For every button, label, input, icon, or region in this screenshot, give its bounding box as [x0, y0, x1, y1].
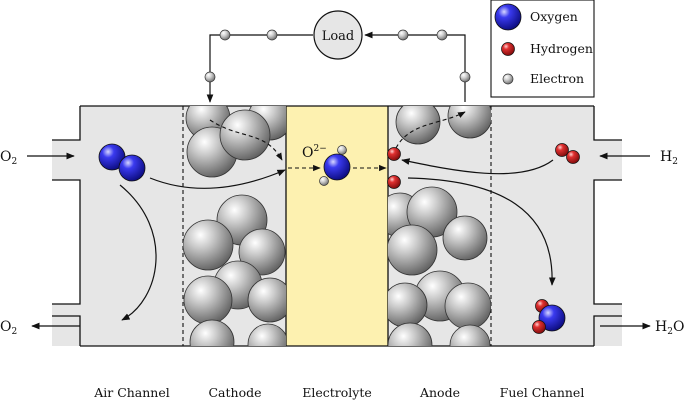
oxygen-inlet-label: O2: [0, 149, 17, 167]
region-label-electrolyte: Electrolyte: [302, 385, 372, 400]
electrolyte-region: [286, 106, 388, 346]
hydrogen-inlet-label: H2: [660, 149, 678, 167]
oxygen-ion-label: O2−: [302, 144, 327, 161]
legend-label-oxygen: Oxygen: [530, 9, 578, 24]
region-label-fuel-channel: Fuel Channel: [500, 385, 585, 400]
oxygen-atom-icon: [118, 154, 146, 182]
hydrogen-molecule: [555, 143, 580, 164]
load-circle: [313, 10, 363, 60]
region-label-anode: Anode: [419, 385, 460, 400]
electron-icon: [502, 73, 514, 85]
dashed-transport-arrows: [209, 111, 466, 172]
electron-icon: [397, 29, 409, 41]
hydrogen-atoms-at-anode: [387, 147, 401, 189]
electron-icon: [204, 71, 216, 83]
load-label: Load: [322, 29, 355, 44]
oxygen-outlet-label: O2: [0, 319, 17, 337]
electron-icon: [319, 176, 329, 186]
oxygen-ion: [319, 145, 351, 186]
electron-icon: [337, 145, 347, 155]
anode-particles: [388, 106, 491, 346]
electron-icon: [266, 29, 278, 41]
oxygen-atom-icon: [538, 304, 566, 332]
hydrogen-atom-icon: [566, 150, 580, 164]
region-labels: Air Channel Cathode Electrolyte Anode Fu…: [93, 385, 584, 400]
electron-icon: [459, 71, 471, 83]
hydrogen-atom-icon: [387, 147, 401, 161]
legend: Oxygen Hydrogen Electron: [490, 0, 595, 98]
oxygen-molecule: [98, 143, 146, 182]
oxygen-atom-icon: [494, 3, 522, 31]
water-molecule: [532, 299, 566, 334]
legend-label-electron: Electron: [530, 71, 584, 86]
region-label-air-channel: Air Channel: [93, 385, 170, 400]
hydrogen-atom-icon: [387, 175, 401, 189]
region-label-cathode: Cathode: [208, 385, 261, 400]
electron-icon: [219, 29, 231, 41]
water-outlet-label: H2O: [655, 319, 684, 337]
legend-label-hydrogen: Hydrogen: [530, 41, 593, 56]
hydrogen-atom-icon: [555, 143, 569, 157]
flow-arrows: [27, 152, 651, 330]
circuit-electrons: [204, 29, 471, 83]
hydrogen-atom-icon: [501, 42, 515, 56]
hydrogen-atom-icon: [532, 320, 546, 334]
electron-icon: [436, 29, 448, 41]
oxygen-atom-icon: [323, 153, 351, 181]
